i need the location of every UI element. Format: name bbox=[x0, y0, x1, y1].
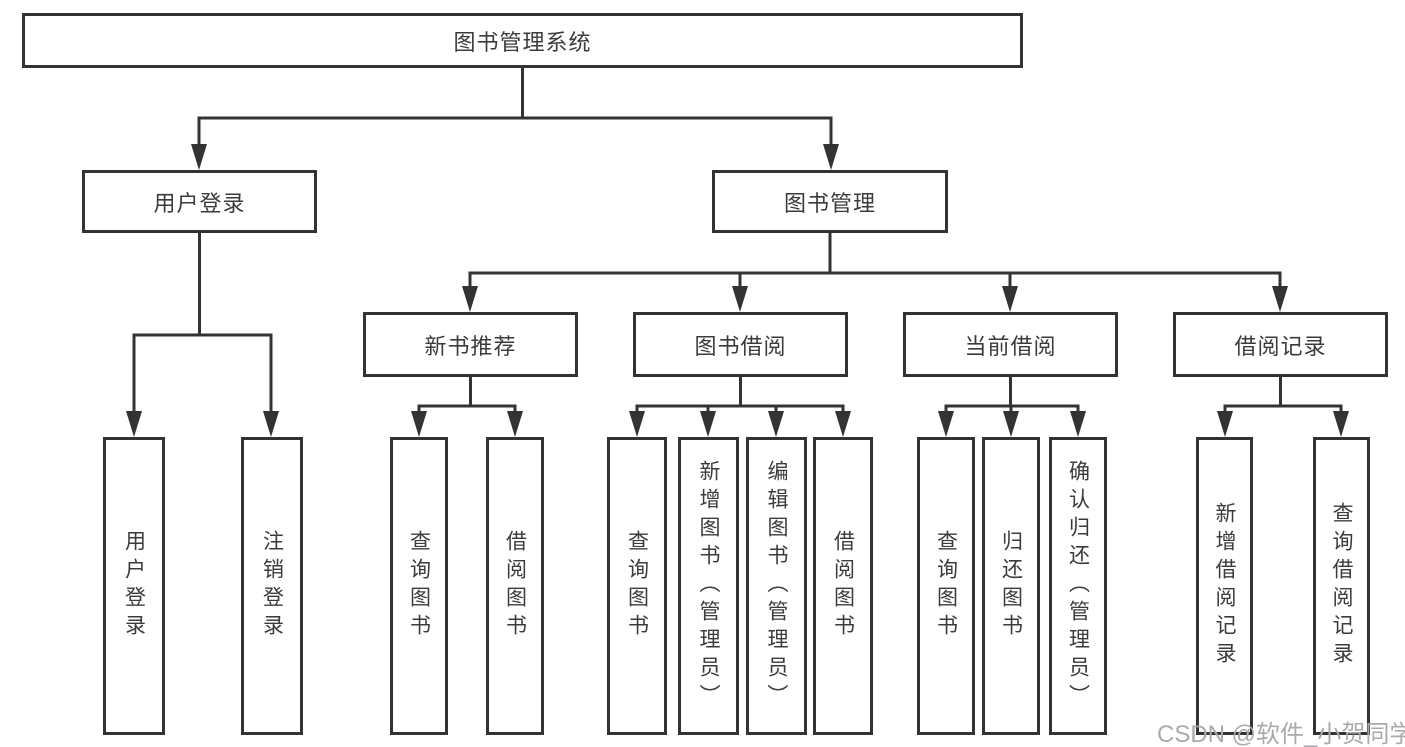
arrowhead bbox=[1333, 411, 1349, 437]
leaf-current-confirm-return-admin: 确认归还（管理员） bbox=[1049, 437, 1107, 735]
leaf-borrow-add-book-admin: 新增图书（管理员） bbox=[678, 437, 739, 735]
leaf-label: 编辑图书（管理员） bbox=[765, 460, 788, 712]
leaf-borrow-edit-book-admin: 编辑图书（管理员） bbox=[746, 437, 807, 735]
leaf-label: 注销登录 bbox=[260, 530, 284, 642]
connector-root-to-level2 bbox=[197, 68, 833, 150]
leaf-label: 查询图书 bbox=[625, 530, 649, 642]
leaf-label: 确认归还（管理员） bbox=[1066, 460, 1090, 712]
arrowhead bbox=[700, 411, 716, 437]
arrowhead bbox=[126, 411, 142, 437]
connector-bookborrow-to-leaves bbox=[635, 377, 845, 418]
connector-records-to-leaves bbox=[1223, 377, 1343, 418]
node-label: 新书推荐 bbox=[424, 333, 517, 359]
arrowhead bbox=[1217, 411, 1233, 437]
leaf-label: 新增借阅记录 bbox=[1213, 502, 1236, 670]
arrowhead bbox=[263, 411, 279, 437]
node-label: 用户登录 bbox=[153, 190, 246, 216]
arrowhead bbox=[823, 144, 839, 170]
arrowhead bbox=[768, 411, 784, 437]
leaf-label: 查询图书 bbox=[934, 530, 958, 642]
arrowhead bbox=[938, 411, 954, 437]
arrowhead bbox=[1003, 411, 1019, 437]
node-new-book-recommendation: 新书推荐 bbox=[363, 312, 578, 377]
arrowhead bbox=[1070, 411, 1086, 437]
leaf-records-add-record: 新增借阅记录 bbox=[1196, 437, 1253, 735]
connector-newbook-to-leaves bbox=[417, 377, 517, 418]
arrowhead bbox=[1272, 286, 1288, 312]
leaf-current-query-book: 查询图书 bbox=[917, 437, 975, 735]
leaf-label: 借阅图书 bbox=[831, 530, 855, 642]
node-label: 借阅记录 bbox=[1234, 333, 1327, 359]
leaf-records-query-record: 查询借阅记录 bbox=[1313, 437, 1370, 735]
leaf-label: 归还图书 bbox=[999, 530, 1023, 642]
leaf-newbook-query-book: 查询图书 bbox=[390, 437, 448, 735]
leaf-label: 查询借阅记录 bbox=[1330, 502, 1353, 670]
node-book-borrowing: 图书借阅 bbox=[633, 312, 848, 377]
leaf-borrow-borrow-book: 借阅图书 bbox=[813, 437, 873, 735]
connector-login-to-leaves bbox=[132, 233, 273, 418]
csdn-watermark: CSDN @软件_小贺同学 bbox=[1157, 721, 1405, 747]
arrowhead bbox=[629, 411, 645, 437]
arrowhead bbox=[732, 286, 748, 312]
arrowhead bbox=[507, 411, 523, 437]
leaf-label: 查询图书 bbox=[407, 530, 431, 642]
leaf-user-login: 用户登录 bbox=[103, 437, 165, 735]
node-label: 图书管理系统 bbox=[453, 29, 592, 55]
leaf-logout: 注销登录 bbox=[241, 437, 303, 735]
connector-mgmt-to-level3 bbox=[468, 233, 1282, 293]
leaf-label: 用户登录 bbox=[122, 530, 146, 642]
arrowhead bbox=[1002, 286, 1018, 312]
node-user-login: 用户登录 bbox=[82, 170, 317, 233]
leaf-current-return-book: 归还图书 bbox=[982, 437, 1040, 735]
node-borrowing-records: 借阅记录 bbox=[1173, 312, 1388, 377]
arrowhead bbox=[835, 411, 851, 437]
node-label: 当前借阅 bbox=[964, 333, 1057, 359]
leaf-label: 借阅图书 bbox=[503, 530, 527, 642]
node-label: 图书管理 bbox=[783, 190, 876, 216]
arrowhead bbox=[462, 286, 478, 312]
node-current-borrowing: 当前借阅 bbox=[903, 312, 1118, 377]
node-label: 图书借阅 bbox=[694, 333, 787, 359]
leaf-label: 新增图书（管理员） bbox=[697, 460, 720, 712]
arrowhead bbox=[191, 144, 207, 170]
leaf-newbook-borrow-book: 借阅图书 bbox=[486, 437, 544, 735]
arrowhead bbox=[411, 411, 427, 437]
leaf-borrow-query-book: 查询图书 bbox=[607, 437, 667, 735]
node-library-management-system: 图书管理系统 bbox=[22, 13, 1023, 68]
arrowheads bbox=[126, 144, 1349, 437]
node-book-management: 图书管理 bbox=[712, 170, 948, 233]
